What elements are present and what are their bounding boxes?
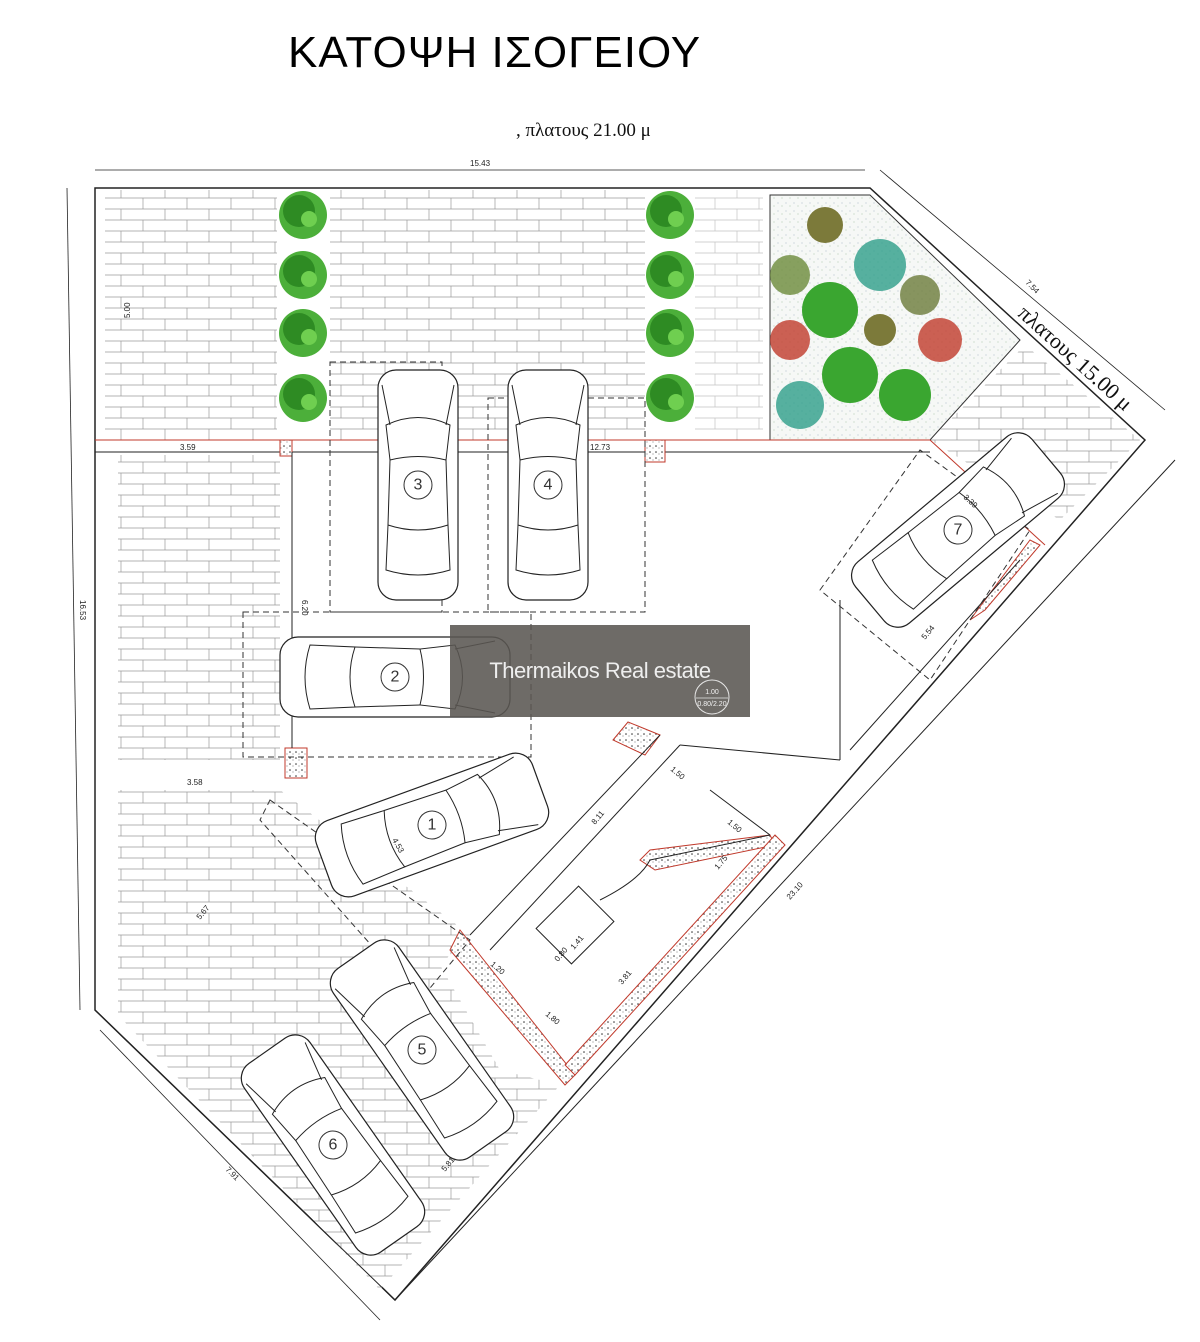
parking-spot-7: 7	[843, 424, 1073, 636]
svg-text:3.58: 3.58	[187, 778, 203, 787]
svg-text:1.80: 1.80	[544, 1010, 562, 1027]
svg-text:3.81: 3.81	[617, 968, 634, 986]
svg-text:15.43: 15.43	[470, 159, 491, 168]
svg-text:23.10: 23.10	[785, 880, 805, 901]
plan-title: ΚΑΤΟΨΗ ΙΣΟΓΕΙΟΥ	[288, 28, 702, 77]
parking-spot-3: 3	[377, 369, 459, 601]
structure-lines	[94, 452, 1176, 1301]
svg-text:1: 1	[428, 817, 437, 834]
svg-text:12.73: 12.73	[590, 443, 611, 452]
svg-text:7.91: 7.91	[224, 1165, 242, 1183]
parking-spot-4: 4	[507, 369, 589, 601]
svg-text:5.54: 5.54	[920, 623, 937, 641]
paving-area	[105, 190, 1140, 1290]
svg-text:7: 7	[954, 522, 963, 539]
svg-text:5: 5	[418, 1042, 427, 1059]
svg-text:6.20: 6.20	[300, 600, 309, 616]
svg-text:2: 2	[391, 669, 400, 686]
tree-row-left	[279, 191, 327, 422]
svg-text:8.11: 8.11	[590, 809, 607, 827]
parking-spot-5: 5	[322, 932, 522, 1168]
svg-text:5.00: 5.00	[123, 302, 132, 318]
parking-spot-6: 6	[233, 1027, 433, 1263]
svg-text:4: 4	[544, 477, 553, 494]
watermark: Thermaikos Real estate	[450, 625, 750, 717]
dimension-lines	[66, 169, 1166, 1321]
garden-plants	[770, 207, 962, 429]
svg-text:3: 3	[414, 477, 423, 494]
street-label-top: , πλατους 21.00 μ	[516, 120, 651, 141]
svg-text:1.50: 1.50	[726, 818, 744, 835]
svg-text:1.41: 1.41	[569, 933, 586, 951]
svg-text:3.59: 3.59	[180, 443, 196, 452]
tree-row-right	[646, 191, 694, 422]
parking-spot-2: 2	[279, 636, 511, 718]
plot-boundary	[94, 187, 1147, 1302]
svg-text:6: 6	[329, 1137, 338, 1154]
parking-spot-1: 1	[309, 747, 555, 903]
svg-text:1.50: 1.50	[669, 765, 687, 782]
svg-text:16.53: 16.53	[78, 600, 87, 621]
